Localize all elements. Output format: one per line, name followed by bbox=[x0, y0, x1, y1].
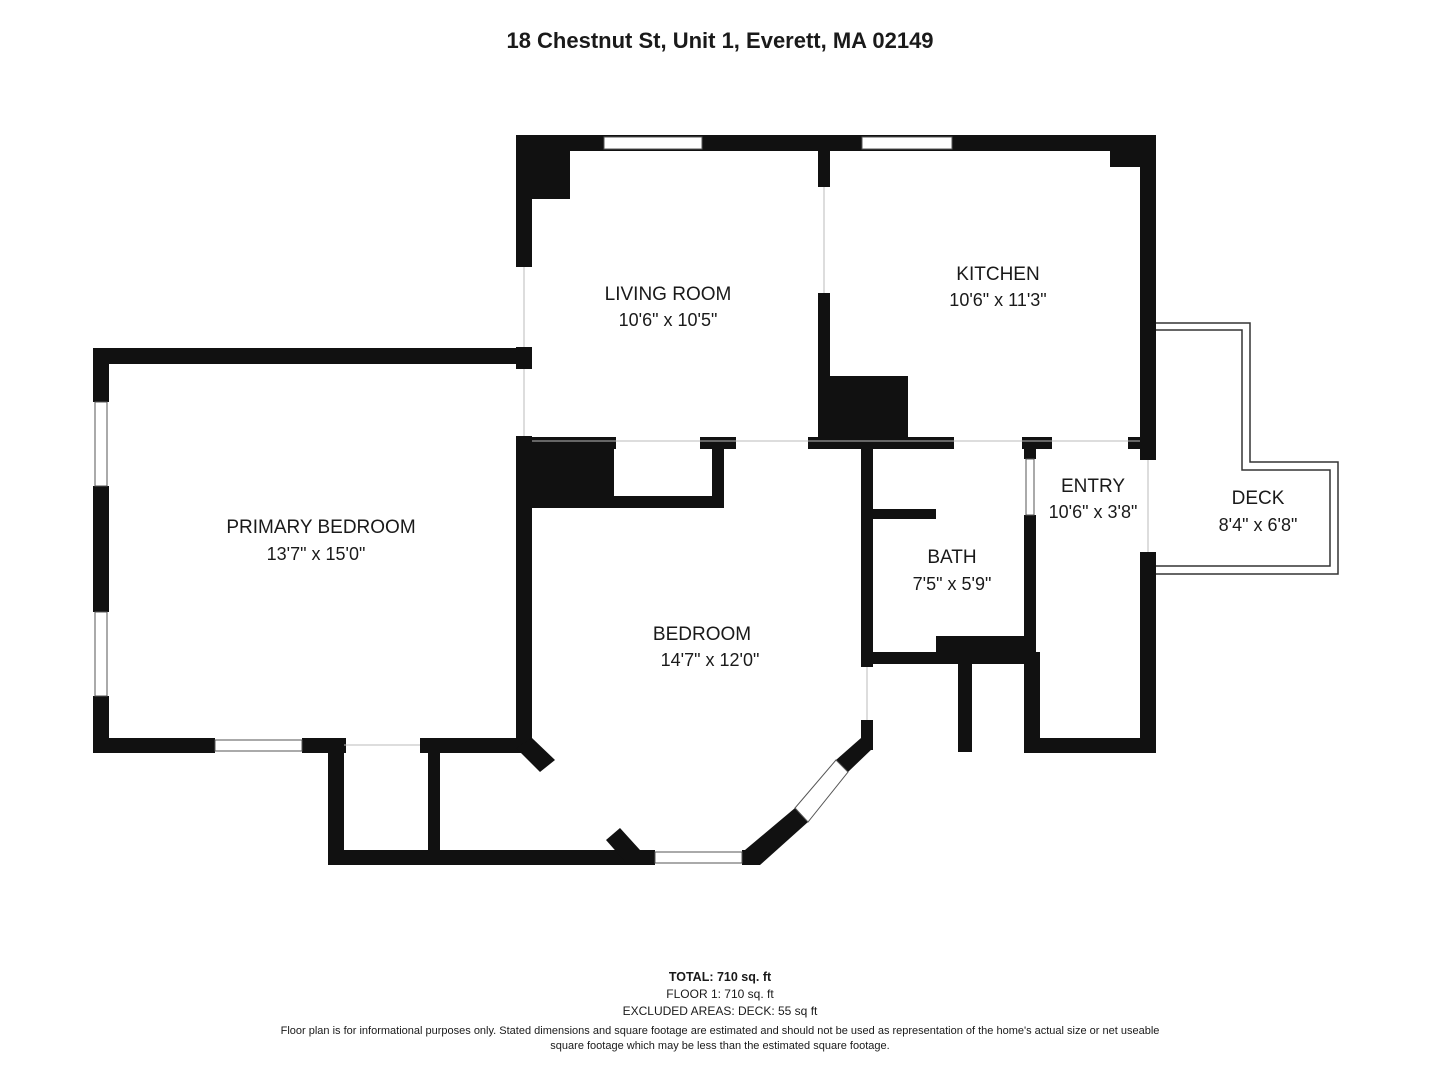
wall-entry-bottom bbox=[1024, 738, 1156, 753]
wall-kitchen-bottom-c bbox=[1128, 437, 1156, 449]
window-entry-left bbox=[1025, 458, 1035, 516]
window-primary-bottom bbox=[214, 739, 303, 752]
footer-floor: FLOOR 1: 710 sq. ft bbox=[666, 987, 774, 1001]
wall-primary-bottom-a bbox=[93, 738, 215, 753]
wall-bedroom-top-b bbox=[700, 437, 736, 449]
wall-bedroom-top-a bbox=[516, 437, 616, 449]
wall-bedroom-bottom-b bbox=[742, 850, 760, 865]
window-primary-left-a bbox=[94, 401, 108, 487]
footer-total: TOTAL: 710 sq. ft bbox=[668, 970, 772, 984]
window-kitchen-top bbox=[861, 136, 953, 150]
wall-bath-right bbox=[1024, 437, 1036, 459]
wall-bath-right-b bbox=[1024, 515, 1036, 663]
disclaimer-line-2: square footage which may be less than th… bbox=[550, 1040, 890, 1052]
deck-outline bbox=[1156, 322, 1339, 575]
wall-bedroom-closet-right bbox=[712, 437, 724, 507]
window-living-top bbox=[603, 136, 703, 150]
wall-primary-top bbox=[93, 348, 531, 364]
wall-bedroom-right-upper bbox=[861, 437, 873, 667]
wall-primary-left-a bbox=[93, 348, 109, 402]
room-bath-name: BATH bbox=[927, 547, 977, 568]
wall-entry-left bbox=[1024, 652, 1040, 752]
footer-disclaimer: Floor plan is for informational purposes… bbox=[0, 1024, 1440, 1054]
wall-bath-bottom bbox=[861, 652, 971, 664]
room-deck-dim: 8'4" x 6'8" bbox=[1218, 515, 1298, 535]
address-title: 18 Chestnut St, Unit 1, Everett, MA 0214… bbox=[506, 28, 934, 53]
wall-bedroom-bottom-a bbox=[625, 850, 655, 865]
kitchen-block bbox=[818, 376, 908, 446]
wall-primary-bottom-c bbox=[420, 738, 530, 753]
room-entry-dim: 10'6" x 3'8" bbox=[1048, 502, 1138, 522]
window-bedroom-diag bbox=[794, 759, 849, 823]
room-kitchen-name: KITCHEN bbox=[956, 264, 1040, 285]
wall-closet-left bbox=[328, 738, 344, 865]
room-bath-dim: 7'5" x 5'9" bbox=[912, 574, 992, 594]
wall-closet-mid bbox=[428, 738, 440, 852]
wall-divider-upper bbox=[818, 135, 830, 187]
room-entry-name: ENTRY bbox=[1060, 476, 1126, 497]
wall-primary-right bbox=[516, 436, 532, 753]
wall-closet-bottom bbox=[328, 850, 638, 865]
room-bedroom-name: BEDROOM bbox=[652, 624, 752, 645]
wall-bedroom-diag-right-b bbox=[745, 808, 808, 865]
footer-excluded: EXCLUDED AREAS: DECK: 55 sq ft bbox=[622, 1004, 818, 1018]
room-primary-name: PRIMARY BEDROOM bbox=[226, 517, 416, 538]
openings bbox=[344, 187, 1149, 746]
room-living-name: LIVING ROOM bbox=[604, 284, 732, 305]
window-bedroom-bottom bbox=[654, 851, 743, 864]
wall-primary-left-b bbox=[93, 486, 109, 612]
corner-block-tl bbox=[516, 135, 570, 199]
wall-small-closet-right bbox=[958, 652, 972, 752]
wall-bedroom-closet bbox=[516, 496, 724, 508]
room-deck-name: DECK bbox=[1231, 488, 1285, 509]
windows bbox=[94, 136, 1035, 864]
room-living-dim: 10'6" x 10'5" bbox=[618, 310, 718, 330]
walls bbox=[93, 135, 1156, 865]
room-kitchen-dim: 10'6" x 11'3" bbox=[949, 290, 1047, 310]
wall-bath-shelf bbox=[870, 509, 936, 519]
wall-kitchen-right bbox=[1140, 135, 1156, 460]
corner-block-tr bbox=[1110, 135, 1156, 167]
wall-bedroom-diag-left bbox=[516, 738, 555, 772]
room-primary-dim: 13'7" x 15'0" bbox=[266, 544, 366, 564]
window-primary-left-b bbox=[94, 611, 108, 697]
wall-bedroom-diag-right-a bbox=[836, 738, 873, 772]
wall-bedroom-top-c bbox=[808, 437, 870, 449]
room-bedroom-dim: 14'7" x 12'0" bbox=[660, 650, 760, 670]
disclaimer-line-1: Floor plan is for informational purposes… bbox=[280, 1025, 1160, 1037]
wall-entry-right bbox=[1140, 552, 1156, 752]
